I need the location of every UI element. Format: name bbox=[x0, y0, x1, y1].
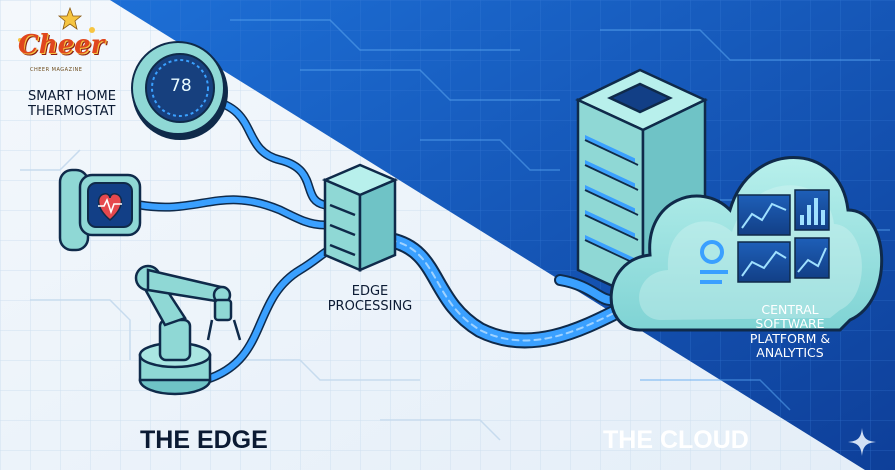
heart-rate-icon bbox=[97, 193, 123, 221]
analytics-chart-icon bbox=[700, 189, 830, 284]
edge-server-icon bbox=[321, 163, 399, 272]
thermostat-icon bbox=[131, 41, 228, 140]
logo-subtext: CHEER MAGAZINE bbox=[30, 67, 83, 73]
cloud-platform-label: CENTRAL SOFTWARE PLATFORM & ANALYTICS bbox=[749, 302, 831, 361]
logo-icon bbox=[18, 6, 95, 42]
server-rack-lights bbox=[585, 134, 635, 263]
robotic-arm-icon bbox=[134, 264, 242, 396]
sparkle-icon bbox=[848, 428, 876, 456]
edge-processing-label: EDGE PROCESSING bbox=[327, 284, 413, 314]
thermostat-label: SMART HOME THERMOSTAT bbox=[28, 89, 116, 119]
edge-section-title: THE EDGE bbox=[140, 426, 268, 454]
thermostat-temperature: 78 bbox=[170, 76, 192, 96]
cloud-section-title: THE CLOUD bbox=[603, 426, 749, 454]
logo: Cheer bbox=[18, 30, 105, 60]
